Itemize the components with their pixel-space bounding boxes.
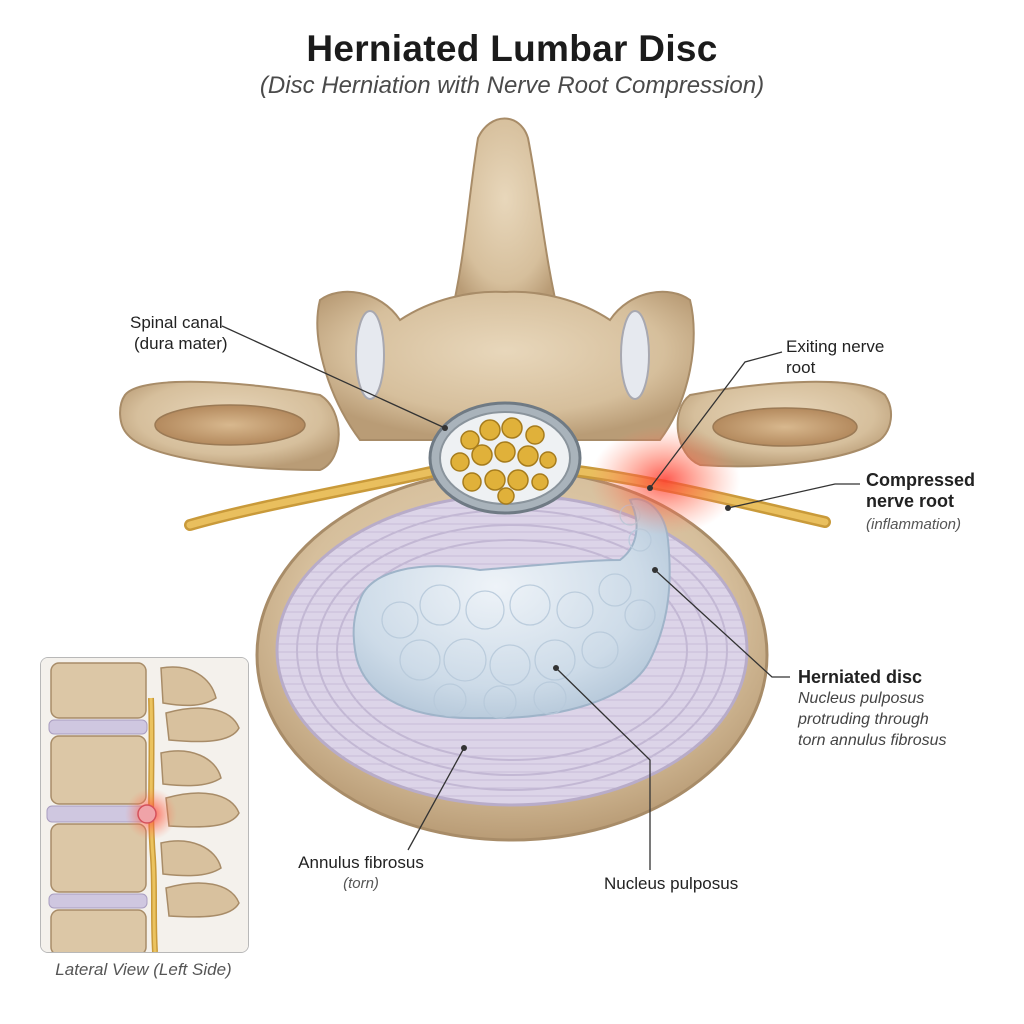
lateral-view-illustration <box>41 658 248 952</box>
leader-nucleus <box>555 667 651 870</box>
label-exiting-nerve: Exiting nerve root <box>786 336 884 378</box>
label-exiting-nerve-line2: root <box>786 358 816 377</box>
leader-exiting-nerve <box>649 351 783 489</box>
label-spinal-canal: Spinal canal (dura mater) <box>130 312 228 354</box>
inset-vertebra-4 <box>50 909 147 952</box>
label-spinal-canal-sub: (dura mater) <box>134 334 228 353</box>
label-spinal-canal-main: Spinal canal <box>130 313 223 332</box>
inflammation-glow <box>590 425 740 535</box>
label-compressed-nerve-line2: nerve root <box>866 491 955 511</box>
lateral-view-inset <box>40 657 249 953</box>
cauda-equina <box>450 417 557 505</box>
inset-disc-3 <box>48 893 148 909</box>
label-compressed-nerve: Compressed nerve root (inflammation) <box>866 470 975 535</box>
inset-vertebra-3 <box>50 823 147 893</box>
leader-spinal-canal <box>221 325 446 429</box>
posterior-arch <box>316 290 695 441</box>
label-herniated-disc-line2: protruding through <box>798 711 929 728</box>
spinous-process <box>448 117 562 321</box>
label-annulus: Annulus fibrosus (torn) <box>296 852 426 894</box>
left-facet <box>355 310 385 400</box>
inset-caption: Lateral View (Left Side) <box>55 960 232 979</box>
inset-vertebra-2 <box>50 735 147 805</box>
label-herniated-disc-line3: torn annulus fibrosus <box>798 732 947 749</box>
inset-herniation <box>137 804 157 824</box>
leader-annulus <box>407 747 465 851</box>
nucleus-pulposus <box>352 498 671 720</box>
label-herniated-disc-line1: Nucleus pulposus <box>798 690 925 707</box>
label-nucleus: Nucleus pulposus <box>604 873 738 894</box>
label-annulus-main: Annulus fibrosus <box>298 853 424 872</box>
label-exiting-nerve-line1: Exiting nerve <box>786 337 885 356</box>
label-annulus-note: (torn) <box>343 875 379 892</box>
diagram-title: Herniated Lumbar Disc <box>306 28 718 69</box>
label-herniated-disc: Herniated disc Nucleus pulposus protrudi… <box>798 667 947 751</box>
label-compressed-nerve-note: (inflammation) <box>866 516 962 533</box>
label-nucleus-main: Nucleus pulposus <box>604 874 739 893</box>
diagram-subtitle: (Disc Herniation with Nerve Root Compres… <box>259 72 765 99</box>
inset-vertebra-1 <box>50 662 147 719</box>
inset-disc-1 <box>48 719 148 735</box>
leader-herniated-disc <box>654 569 790 678</box>
label-compressed-nerve-line1: Compressed <box>866 470 976 490</box>
right-facet <box>620 310 650 400</box>
label-herniated-disc-main: Herniated disc <box>798 667 923 687</box>
leader-compressed-nerve <box>727 483 860 509</box>
